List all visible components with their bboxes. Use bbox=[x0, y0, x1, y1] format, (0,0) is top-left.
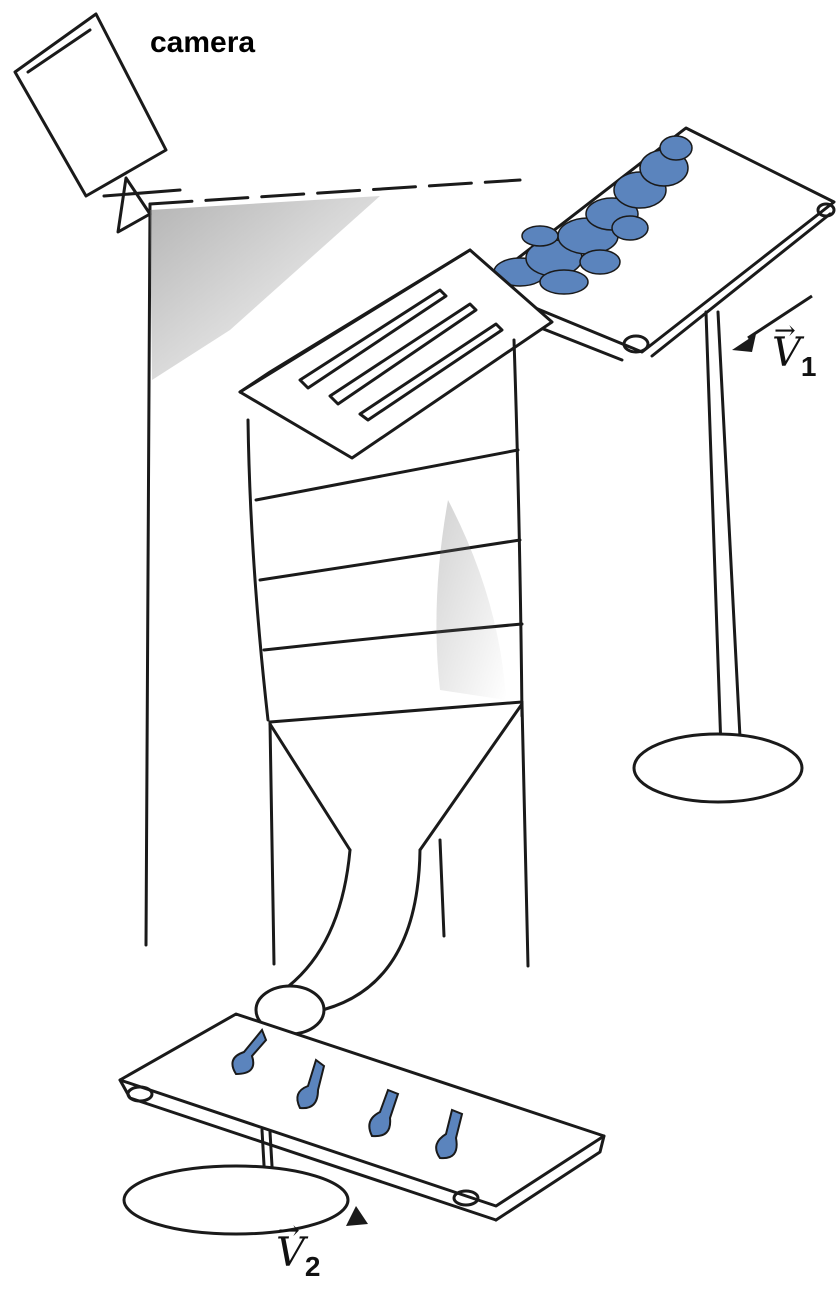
vector-arrow-icon: → bbox=[774, 316, 796, 346]
velocity-2-subscript: 2 bbox=[305, 1251, 321, 1282]
camera-label: camera bbox=[150, 26, 255, 60]
velocity-1-subscript: 1 bbox=[801, 351, 817, 382]
velocity-1-label: → V1 bbox=[772, 330, 816, 376]
hopper-shading bbox=[436, 500, 506, 700]
feed-chute bbox=[240, 250, 552, 458]
velocity-2-arrowhead bbox=[346, 1206, 368, 1226]
bottom-conveyor bbox=[120, 1014, 604, 1234]
top-conveyor bbox=[470, 128, 834, 802]
vector-arrow-icon: → bbox=[278, 1216, 300, 1246]
velocity-2-label: → V2 bbox=[276, 1230, 320, 1276]
